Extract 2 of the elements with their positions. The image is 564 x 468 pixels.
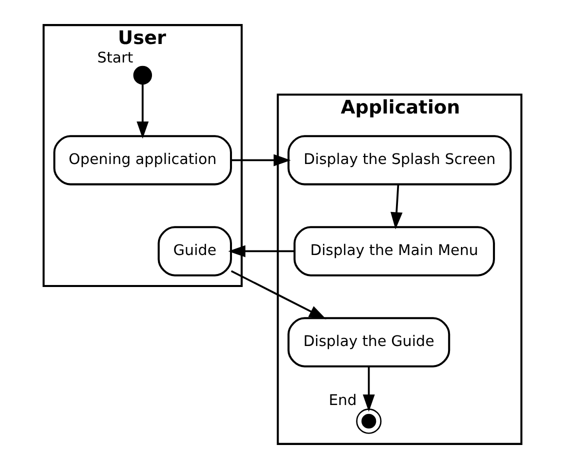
node-label: Start (96, 48, 133, 66)
node-label: End (328, 391, 356, 408)
